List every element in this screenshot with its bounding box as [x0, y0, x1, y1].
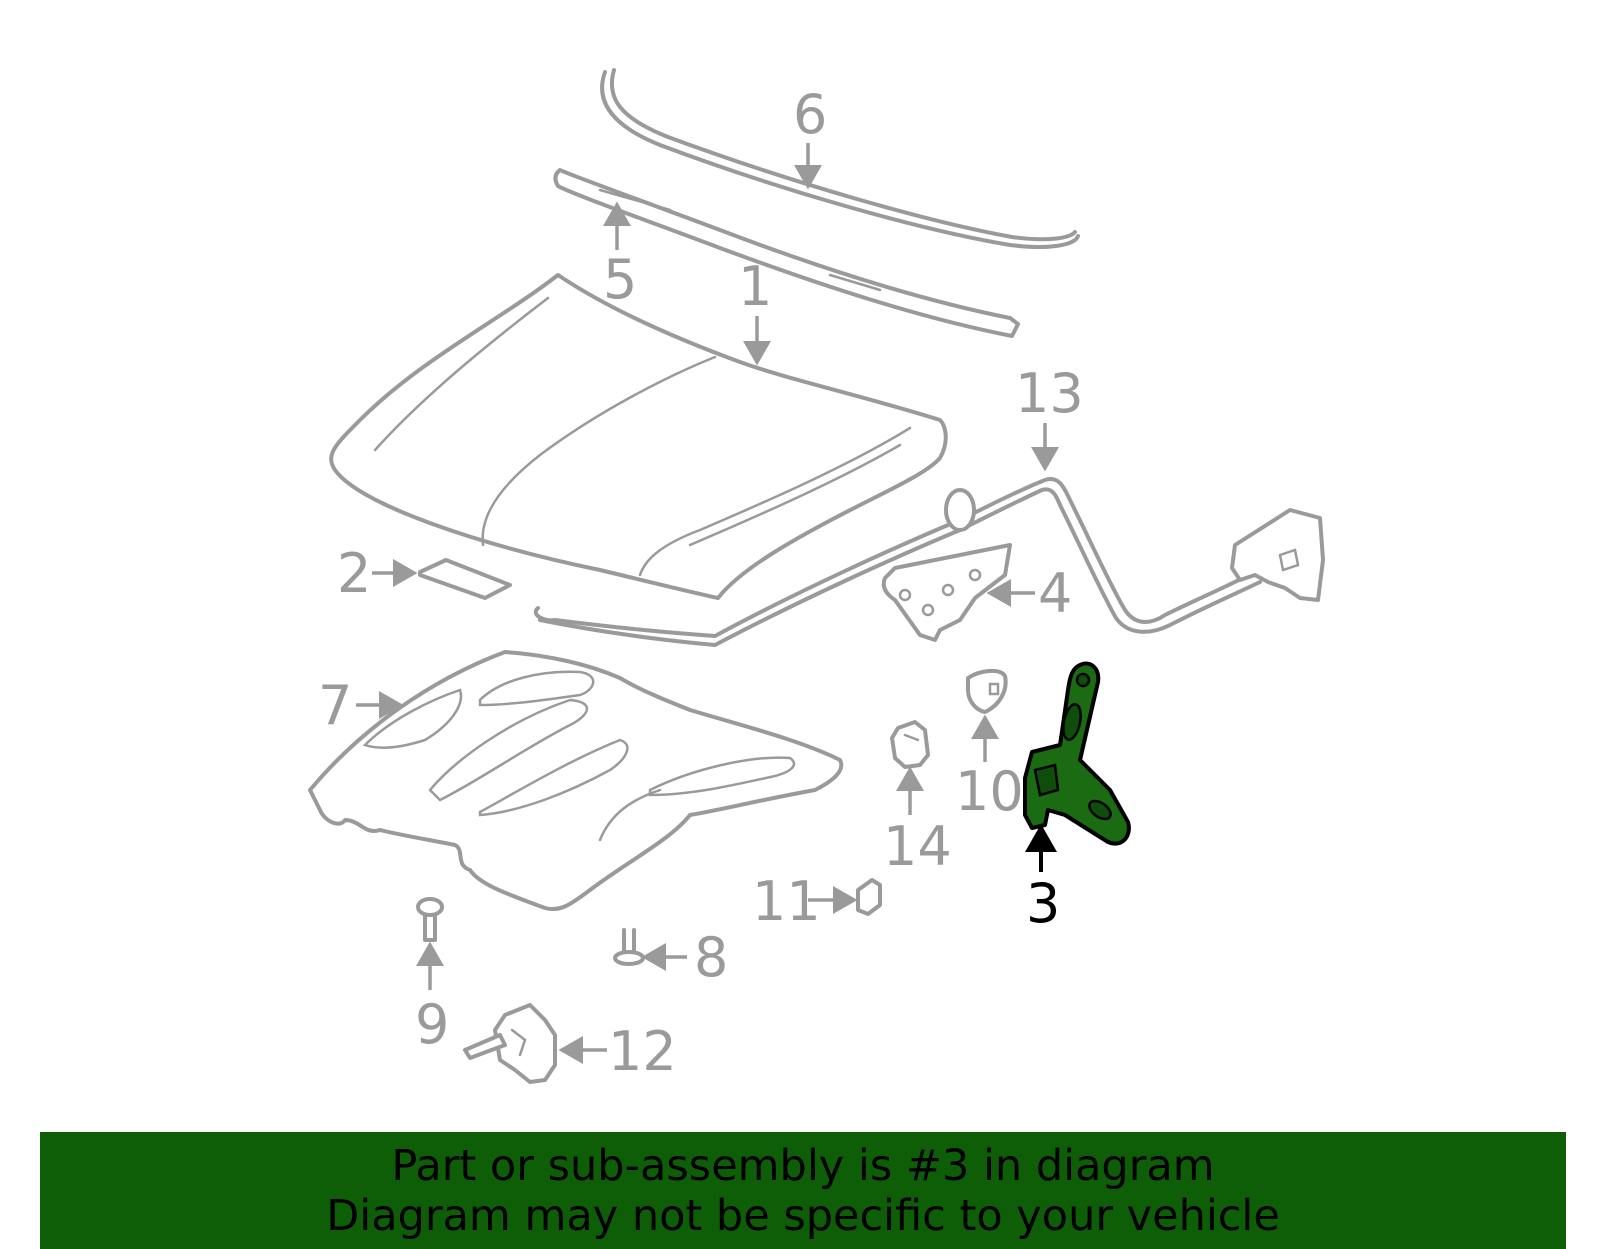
part-14-clip — [890, 720, 930, 769]
part-10-bumper — [966, 669, 1008, 714]
part-1-hood — [329, 273, 948, 600]
banner-line-2: Diagram may not be specific to your vehi… — [326, 1190, 1280, 1241]
part-5-seal — [553, 168, 1020, 338]
callout-labels: 1 2 3 4 5 6 7 8 9 10 11 12 13 14 — [318, 83, 1084, 1083]
part-2-emblem — [418, 558, 512, 600]
callout-13: 13 — [1015, 362, 1084, 425]
callout-arrows — [356, 143, 1059, 1064]
part-9-bolt — [416, 897, 444, 942]
part-12-latch — [463, 1003, 557, 1084]
part-11-nut — [856, 878, 882, 916]
banner-line-1: Part or sub-assembly is #3 in diagram — [391, 1140, 1215, 1191]
part-6-weatherstrip — [600, 68, 1080, 249]
part-3-hood-hinge[interactable] — [1023, 661, 1131, 846]
callout-3[interactable]: 3 — [1026, 872, 1060, 935]
callout-9: 9 — [415, 993, 449, 1056]
callout-7: 7 — [318, 674, 352, 737]
callout-8: 8 — [694, 926, 728, 989]
callout-1: 1 — [738, 255, 772, 318]
callout-14: 14 — [883, 815, 952, 878]
part-13-cable — [533, 477, 1325, 647]
callout-2: 2 — [337, 542, 371, 605]
info-banner: Part or sub-assembly is #3 in diagram Di… — [40, 1132, 1566, 1249]
callout-10: 10 — [955, 760, 1024, 823]
callout-6: 6 — [793, 83, 827, 146]
part-8-stud — [613, 928, 645, 966]
callout-4: 4 — [1038, 562, 1072, 625]
part-7-insulator — [308, 650, 844, 911]
callout-5: 5 — [603, 248, 637, 311]
callout-12: 12 — [608, 1020, 677, 1083]
callout-11: 11 — [752, 870, 821, 933]
